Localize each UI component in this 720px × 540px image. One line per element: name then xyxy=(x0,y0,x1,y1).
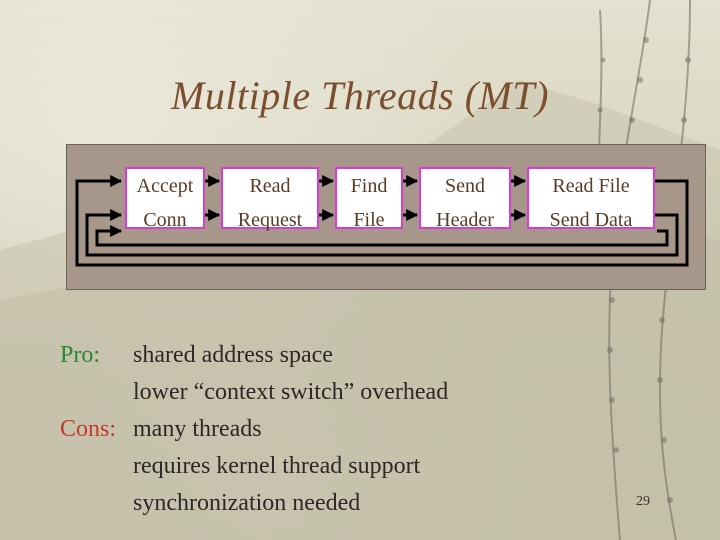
page-number: 29 xyxy=(636,494,650,509)
cons-item: synchronization needed xyxy=(133,490,361,516)
slide-title: Multiple Threads (MT) xyxy=(171,73,549,118)
cons-item: requires kernel thread support xyxy=(133,453,421,479)
stage-line1: Find xyxy=(350,175,388,197)
stage-line2: Header xyxy=(436,209,494,231)
stage-read-request: Read Request xyxy=(221,167,319,231)
pro-item: shared address space xyxy=(133,342,333,368)
pro-item: lower “context switch” overhead xyxy=(133,379,449,405)
stage-find-file: Find File xyxy=(335,167,403,231)
stage-line1: Read xyxy=(249,175,291,197)
thread-pipeline-panel: Accept Conn Read Request Find File Send … xyxy=(66,144,706,290)
stage-line2: Request xyxy=(237,209,303,231)
pipeline-diagram xyxy=(75,175,689,267)
stage-accept-conn: Accept Conn xyxy=(125,167,205,231)
stage-line2: Conn xyxy=(143,209,187,231)
stage-line1: Read File xyxy=(552,175,630,197)
loop-arrow-outer xyxy=(75,175,689,267)
stage-line2: File xyxy=(353,209,385,231)
cons-label: Cons: xyxy=(60,416,117,442)
loop-arrow-inner xyxy=(95,225,669,247)
cons-item: many threads xyxy=(133,416,262,442)
stage-line2: Send Data xyxy=(549,209,633,231)
pro-label: Pro: xyxy=(60,342,101,368)
stage-line1: Send xyxy=(445,175,485,197)
stage-line1: Accept xyxy=(136,175,194,197)
loop-arrow-middle xyxy=(85,209,679,257)
stage-read-file-send-data: Read File Send Data xyxy=(527,167,655,231)
stage-send-header: Send Header xyxy=(419,167,511,231)
